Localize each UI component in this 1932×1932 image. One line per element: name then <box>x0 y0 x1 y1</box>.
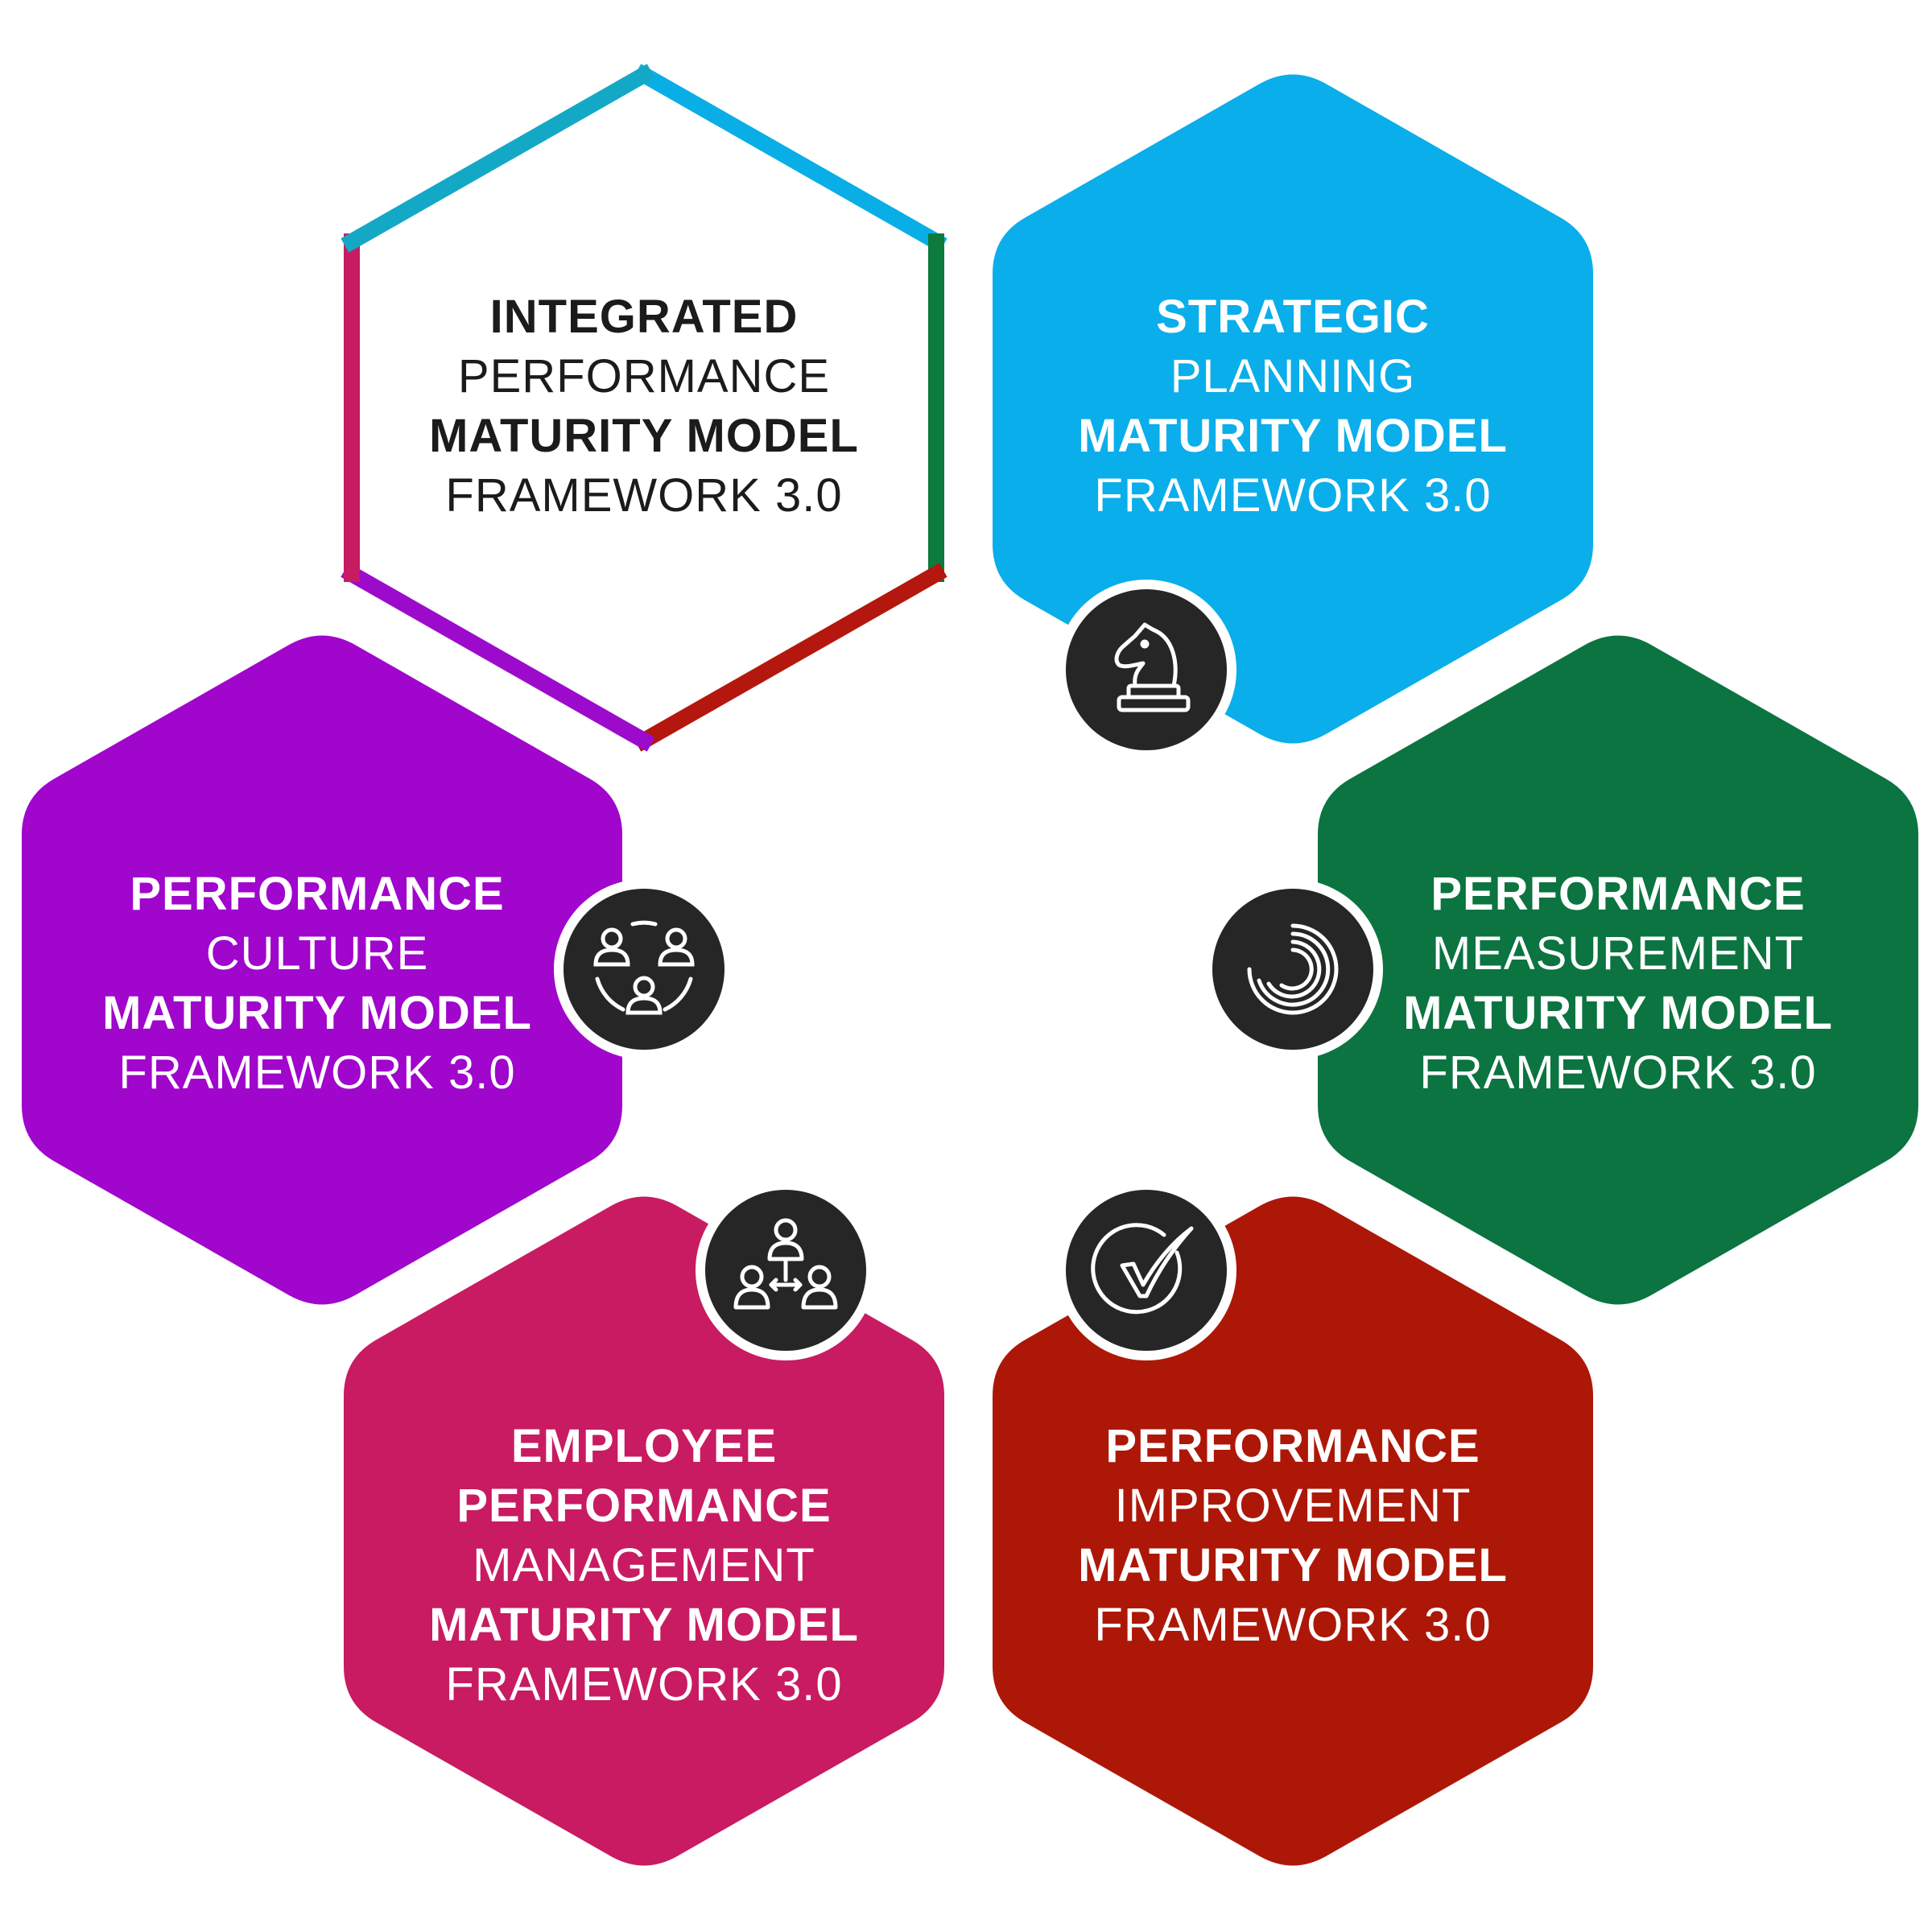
label-line: FRAMEWORK 3.0 <box>1094 469 1492 522</box>
label-line: PLANNING <box>1170 350 1416 402</box>
label-line: FRAMEWORK 3.0 <box>445 469 843 522</box>
hex-culture <box>22 635 622 1305</box>
label-line: MATURITY MODEL <box>1078 410 1508 462</box>
label-line: FRAMEWORK 3.0 <box>445 1658 843 1711</box>
label-line: MATURITY MODEL <box>429 1599 859 1651</box>
hex-culture-label: PERFORMANCE CULTURE MATURITY MODEL FRAME… <box>11 865 623 1103</box>
team-hierarchy-icon <box>696 1180 876 1360</box>
hex-integrated-label: INTEGRATED PERFORMANCE MATURITY MODEL FR… <box>338 287 950 526</box>
label-line: FRAMEWORK 3.0 <box>1094 1599 1492 1651</box>
people-circle-icon <box>554 879 734 1059</box>
label-line: MEASUREMENT <box>1431 927 1805 980</box>
hex-employee <box>344 1196 944 1866</box>
label-line: MATURITY MODEL <box>102 987 532 1039</box>
hex-strategic-label: STRATEGIC PLANNING MATURITY MODEL FRAMEW… <box>987 287 1599 526</box>
hex-employee-label: EMPLOYEE PERFORMANCE MANAGEMENT MATURITY… <box>338 1417 950 1715</box>
label-line: CULTURE <box>205 927 429 980</box>
label-line: PERFORMANCE <box>130 868 505 920</box>
label-line: INTEGRATED <box>489 291 799 343</box>
label-line: MANAGEMENT <box>473 1539 815 1591</box>
chess-knight-icon <box>1056 580 1236 760</box>
hex-measurement <box>1318 635 1918 1305</box>
label-line: FRAMEWORK 3.0 <box>1419 1046 1817 1099</box>
gauge-arcs-icon <box>1203 879 1383 1059</box>
label-line: MATURITY MODEL <box>1078 1539 1508 1591</box>
label-line: PERFORMANCE <box>457 350 831 402</box>
hex-strategic <box>993 74 1593 744</box>
label-line: MATURITY MODEL <box>1403 987 1833 1039</box>
hex-improvement-label: PERFORMANCE IMPROVEMENT MATURITY MODEL F… <box>987 1417 1599 1655</box>
label-line: IMPROVEMENT <box>1114 1480 1472 1532</box>
label-line: PERFORMANCE <box>1430 868 1806 920</box>
label-line: EMPLOYEE <box>510 1420 778 1472</box>
check-circle-icon <box>1056 1180 1236 1360</box>
hex-measurement-label: PERFORMANCE MEASUREMENT MATURITY MODEL F… <box>1312 865 1924 1103</box>
label-line: PERFORMANCE <box>456 1480 832 1532</box>
label-line: MATURITY MODEL <box>429 410 859 462</box>
label-line: FRAMEWORK 3.0 <box>118 1046 516 1099</box>
label-line: PERFORMANCE <box>1105 1420 1480 1472</box>
hex-improvement <box>993 1196 1593 1866</box>
hex-integrated <box>341 64 947 752</box>
label-line: STRATEGIC <box>1156 291 1430 343</box>
